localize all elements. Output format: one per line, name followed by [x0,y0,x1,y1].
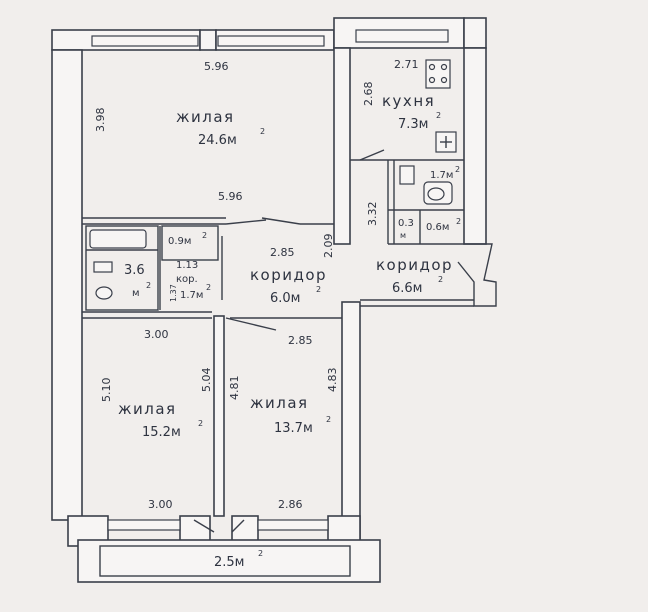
dim-label: 2.85 [270,246,295,259]
dim-label: 2.71 [394,58,419,71]
superscript: 2 [455,165,460,174]
dim-label: 4.83 [326,368,339,393]
room-name-corridor2: коридор [376,256,453,274]
room-name-corridor-small: кор. [176,274,198,285]
superscript: 2 [260,127,265,136]
dim-label: 1.37 [169,284,178,302]
superscript: 2 [456,217,461,226]
dim-label: 2.68 [362,82,375,107]
dimension-labels: 5.96 3.98 5.96 2.71 2.68 3.32 2.85 2.09 … [94,58,419,511]
interior-walls [82,47,497,517]
room-unit-small-c: м [400,231,406,240]
room-name-kitchen: кухня [382,92,435,110]
superscript: 2 [202,231,207,240]
room-area-kitchen: 7.3м [398,117,428,132]
room-name-living3: жилая [250,394,309,412]
superscript: 2 [326,415,331,424]
dim-label: 3.32 [366,202,379,227]
dim-label: 5.96 [218,190,243,203]
room-unit-bath: м [132,288,140,299]
room-area-balcony: 2.5м [214,555,244,570]
room-area-small-b: 1.7м [430,170,453,181]
outer-walls [51,17,487,583]
dim-label: 1.13 [176,260,198,271]
dim-label: 5.96 [204,60,229,73]
dim-label: 5.04 [200,368,213,393]
room-labels: жилая 24.6м 2 кухня 7.3м 2 коридор 6.0м … [118,92,461,570]
room-area-bath: 3.6 [124,263,145,278]
superscript: 2 [436,111,441,120]
dim-label: 2.09 [322,234,335,259]
superscript: 2 [316,285,321,294]
windows [91,29,449,531]
room-area-corridor1: 6.0м [270,291,300,306]
dim-label: 2.85 [288,334,313,347]
superscript: 2 [438,275,443,284]
fixtures [89,59,457,533]
room-area-corridor-small: 1.7м [180,290,203,301]
room-area-living1: 24.6м [198,133,237,148]
room-name-living1: жилая [176,108,235,126]
superscript: 2 [258,549,263,558]
room-name-corridor1: коридор [250,266,327,284]
dim-label: 4.81 [228,376,241,401]
room-area-small-c: 0.3 [398,218,414,229]
dim-label: 3.00 [144,328,169,341]
room-area-small-a: 0.9м [168,236,191,247]
dim-label: 2.86 [278,498,303,511]
superscript: 2 [146,281,151,290]
superscript: 2 [198,419,203,428]
room-name-living2: жилая [118,400,177,418]
room-area-living3: 13.7м [274,421,313,436]
room-area-corridor2: 6.6м [392,281,422,296]
dim-label: 5.10 [100,378,113,403]
room-area-living2: 15.2м [142,425,181,440]
room-area-small-d: 0.6м [426,222,449,233]
dim-label: 3.98 [94,108,107,133]
dim-label: 3.00 [148,498,173,511]
superscript: 2 [206,283,211,292]
